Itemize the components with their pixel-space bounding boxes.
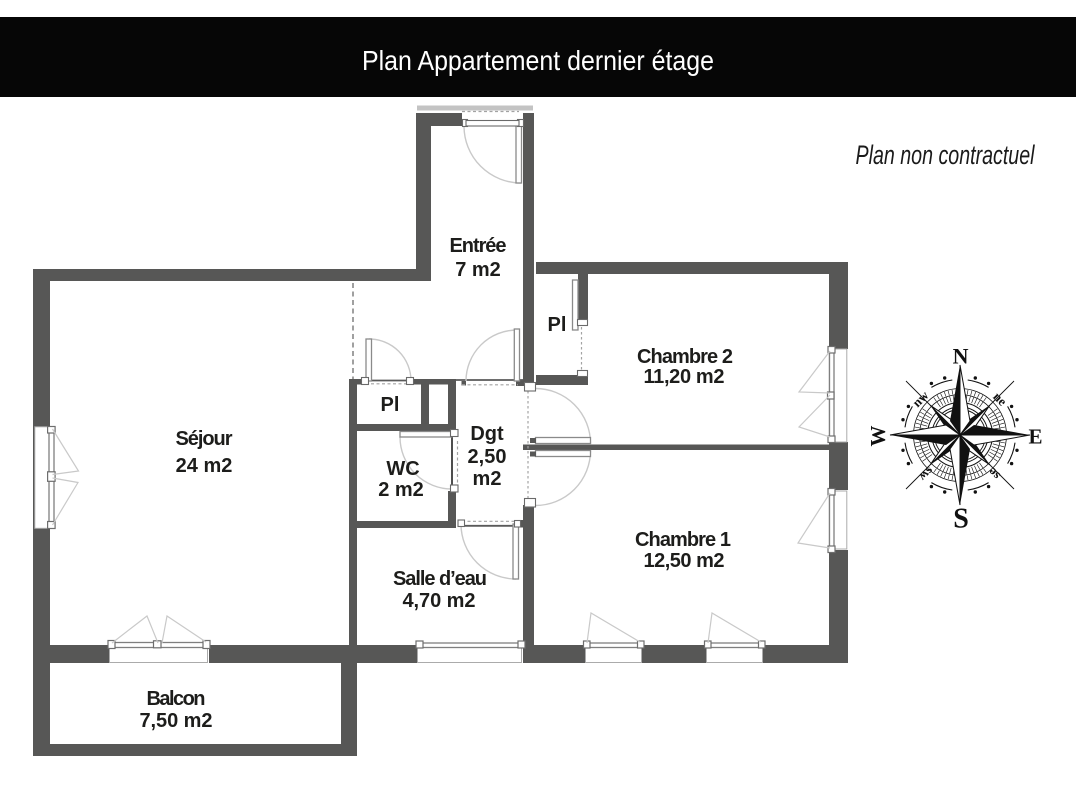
svg-text:7,50 m2: 7,50 m2: [140, 710, 213, 732]
svg-text:Entrée: Entrée: [450, 235, 507, 257]
svg-text:2 m2: 2 m2: [378, 479, 424, 501]
svg-text:7 m2: 7 m2: [455, 259, 501, 281]
svg-text:Pl: Pl: [548, 314, 567, 336]
svg-text:E: E: [1028, 425, 1042, 449]
svg-text:Salle d’eau: Salle d’eau: [393, 568, 487, 590]
svg-text:Chambre 2: Chambre 2: [637, 346, 733, 368]
svg-text:Plan non contractuel: Plan non contractuel: [856, 140, 1036, 170]
svg-text:24 m2: 24 m2: [176, 455, 233, 477]
svg-text:W: W: [866, 426, 890, 447]
svg-text:WC: WC: [386, 458, 419, 480]
svg-text:Chambre 1: Chambre 1: [635, 529, 731, 551]
svg-text:Dgt: Dgt: [470, 423, 504, 445]
svg-text:Plan Appartement dernier étage: Plan Appartement dernier étage: [362, 45, 714, 76]
svg-text:Pl: Pl: [381, 394, 400, 416]
svg-text:11,20 m2: 11,20 m2: [644, 366, 725, 388]
svg-text:S: S: [953, 504, 969, 535]
svg-text:2,50: 2,50: [468, 446, 507, 468]
svg-text:Séjour: Séjour: [176, 428, 233, 450]
svg-text:m2: m2: [473, 468, 502, 490]
svg-text:4,70 m2: 4,70 m2: [403, 590, 476, 612]
svg-text:Balcon: Balcon: [147, 688, 206, 710]
svg-text:12,50 m2: 12,50 m2: [644, 550, 725, 572]
svg-text:N: N: [953, 344, 969, 369]
